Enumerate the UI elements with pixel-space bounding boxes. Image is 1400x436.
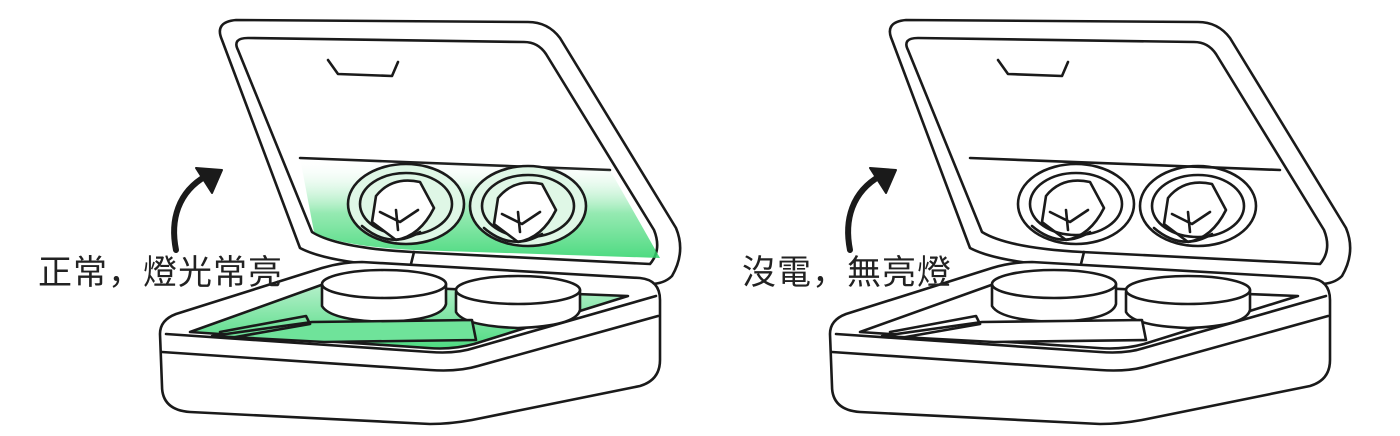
caption-no-power: 沒電，無亮燈 (742, 253, 952, 293)
lid-inner (235, 36, 659, 266)
well-right (454, 274, 582, 330)
arrow-icon (171, 173, 209, 253)
well-right (1124, 274, 1252, 330)
tweezers (210, 318, 478, 344)
lens-holder-right (1138, 164, 1258, 248)
caption-normal: 正常，燈光常亮 (38, 253, 283, 293)
lid-outer (888, 18, 1352, 286)
tweezers (880, 318, 1148, 344)
well-left (320, 268, 448, 324)
lens-holder-left (346, 162, 466, 246)
arrow-icon (845, 173, 883, 253)
well-left (990, 268, 1118, 324)
panel-no-power: 沒電，無亮燈 (700, 0, 1400, 436)
lens-case-illustration-lit (158, 18, 682, 426)
lens-holder-right (468, 164, 588, 248)
lid-inner (905, 36, 1329, 266)
lens-holder-left (1016, 162, 1136, 246)
panel-normal: 正常，燈光常亮 (38, 18, 682, 426)
lens-case-illustration-unlit (828, 18, 1352, 426)
